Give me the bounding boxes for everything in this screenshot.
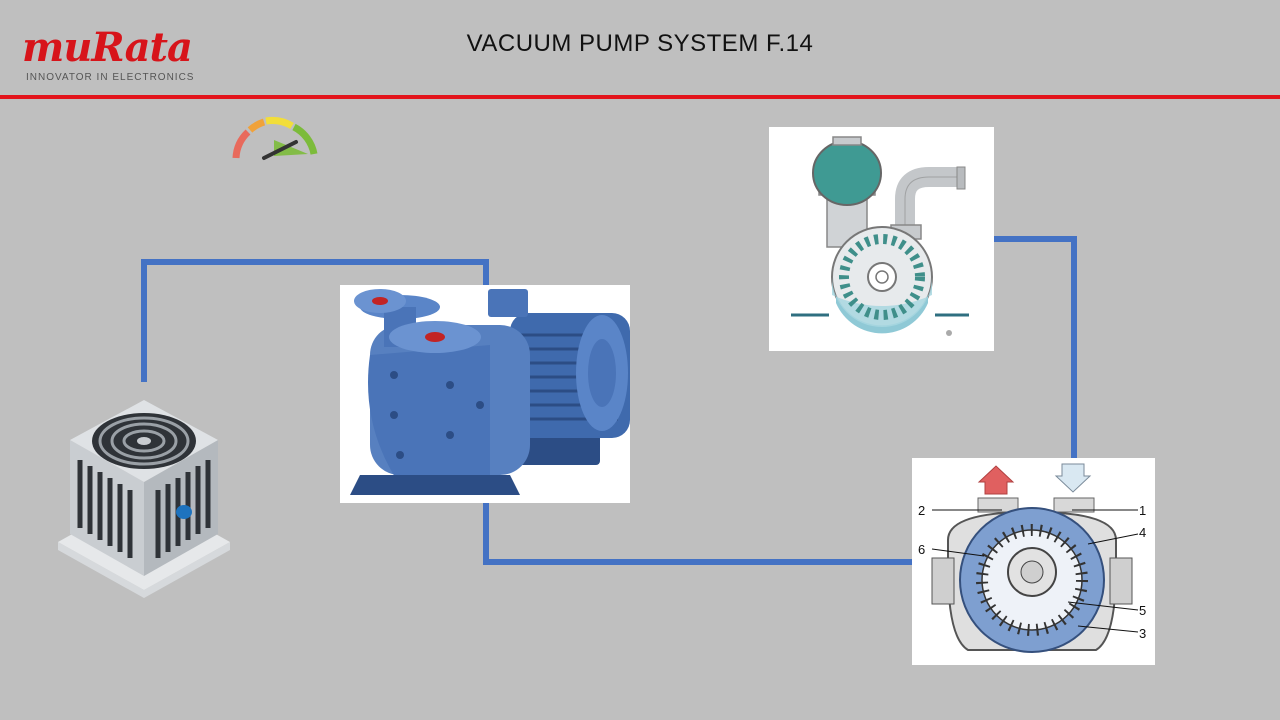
condenser-unit-icon (58, 400, 230, 598)
pipe-pump-to-cutaway (483, 503, 912, 565)
callout-label-6: 6 (918, 542, 925, 557)
logo-tagline: INNOVATOR IN ELECTRONICS (26, 72, 195, 83)
pipe-condenser-to-pump (141, 259, 489, 382)
logo-wordmark: muRata (22, 24, 193, 71)
callout-label-3: 3 (1139, 626, 1146, 641)
pump-photo (340, 285, 630, 503)
pipe-schematic-to-cutaway (994, 236, 1077, 460)
callout-label-5: 5 (1139, 603, 1146, 618)
gauge-icon (232, 117, 318, 160)
murata-logo: muRata INNOVATOR IN ELECTRONICS (18, 26, 218, 88)
pump-cutaway-diagram: 2 1 4 6 5 3 (912, 458, 1155, 665)
pump-schematic (769, 127, 994, 351)
callout-label-4: 4 (1139, 525, 1146, 540)
callout-label-1: 1 (1139, 503, 1146, 518)
header-divider (0, 95, 1280, 99)
callout-label-2: 2 (918, 503, 925, 518)
page-title: VACUUM PUMP SYSTEM F.14 (466, 30, 814, 57)
